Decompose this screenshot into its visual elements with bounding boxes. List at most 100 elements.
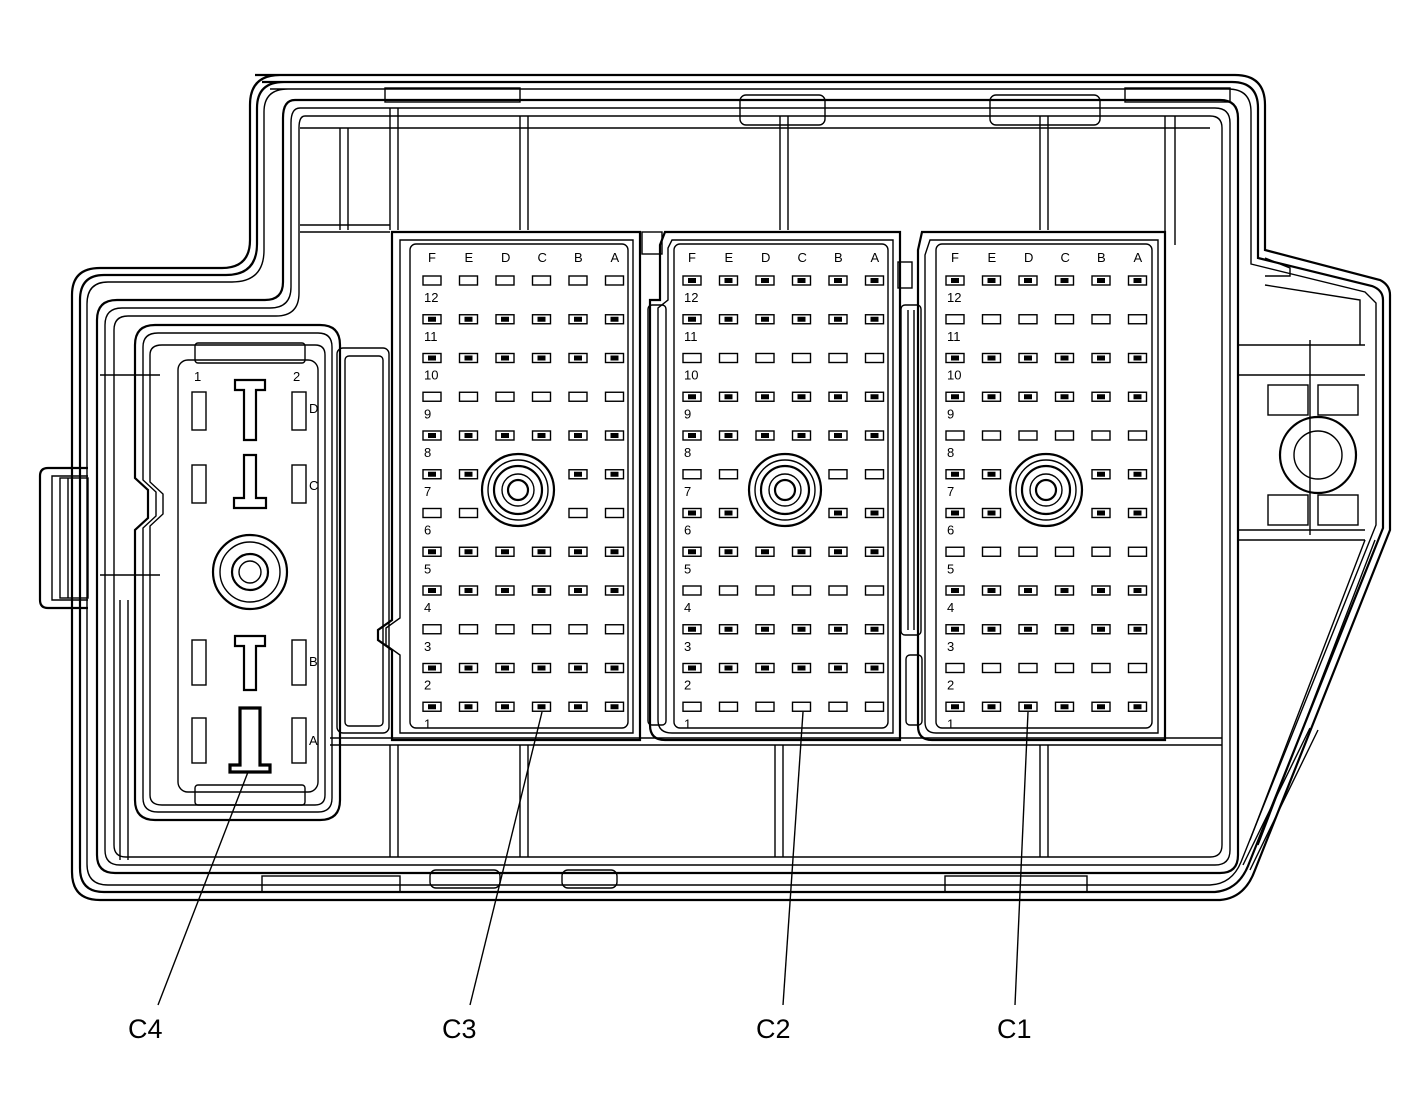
- terminal-cavity: [981, 469, 1002, 480]
- terminal-cavity: [422, 507, 442, 519]
- terminal-cavity: [1054, 585, 1075, 596]
- terminal-cavity: [1018, 391, 1038, 402]
- terminal-cavity: [495, 275, 515, 286]
- row-label: 6: [684, 523, 691, 538]
- row-label: 7: [684, 484, 691, 499]
- terminal-cavity: [1018, 546, 1038, 557]
- terminal-cavity: [568, 275, 588, 286]
- terminal-cavity: [718, 469, 739, 480]
- terminal-cavity: [531, 275, 552, 286]
- column-label: A: [871, 250, 880, 265]
- terminal-cavity: [495, 391, 515, 402]
- c4-connector: 1 2 D C B A: [133, 323, 342, 822]
- column-label: D: [1024, 250, 1033, 265]
- terminal-cavity: [422, 275, 442, 286]
- terminal-cavity: [791, 314, 812, 325]
- row-label: 11: [424, 329, 438, 344]
- row-label: 2: [947, 678, 954, 693]
- terminal-cavity: [604, 352, 625, 364]
- terminal-cavity: [531, 391, 552, 402]
- terminal-cavity: [945, 391, 965, 402]
- terminal-cavity: [458, 507, 479, 519]
- terminal-cavity: [568, 507, 588, 519]
- terminal-cavity: [1127, 430, 1148, 441]
- terminal-cavity: [1127, 391, 1148, 402]
- terminal-cavity: [945, 507, 965, 519]
- terminal-cavity: [1091, 275, 1111, 286]
- terminal-cavity: [864, 352, 885, 364]
- column-label: E: [465, 250, 474, 265]
- terminal-cavity: [1054, 314, 1075, 325]
- terminal-cavity: [604, 546, 625, 557]
- terminal-cavity: [791, 430, 812, 441]
- terminal-cavity: [422, 469, 442, 480]
- terminal-cavity: [791, 546, 812, 557]
- terminal-cavity: [718, 624, 739, 635]
- terminal-cavity: [682, 624, 702, 635]
- row-label: 5: [947, 561, 954, 576]
- terminal-cavity: [864, 701, 885, 712]
- terminal-cavity: [755, 352, 775, 364]
- terminal-cavity: [1091, 662, 1111, 674]
- terminal-cavity: [945, 352, 965, 364]
- terminal-cavity: [981, 546, 1002, 557]
- terminal-cavity: [1054, 701, 1075, 712]
- row-label: 2: [684, 678, 691, 693]
- terminal-cavity: [1054, 275, 1075, 286]
- column-label: C: [798, 250, 807, 265]
- terminal-cavity: [1091, 624, 1111, 635]
- terminal-cavity: [828, 507, 848, 519]
- terminal-cavity: [755, 624, 775, 635]
- row-label: 6: [424, 523, 431, 538]
- terminal-cavity: [604, 662, 625, 674]
- terminal-cavity: [791, 701, 812, 712]
- terminal-cavity: [604, 430, 625, 441]
- callout-label-c1: C1: [997, 1014, 1032, 1044]
- terminal-cavity: [1127, 507, 1148, 519]
- terminal-cavity: [828, 314, 848, 325]
- terminal-cavity: [945, 275, 965, 286]
- terminal-cavity: [1054, 352, 1075, 364]
- row-label: 5: [684, 561, 691, 576]
- terminal-cavity: [682, 469, 702, 480]
- terminal-cavity: [568, 624, 588, 635]
- column-label: B: [1097, 250, 1106, 265]
- terminal-cavity: [945, 430, 965, 441]
- terminal-cavity: [1091, 391, 1111, 402]
- terminal-cavity: [791, 662, 812, 674]
- column-label: B: [574, 250, 583, 265]
- terminal-cavity: [1127, 624, 1148, 635]
- terminal-cavity: [828, 546, 848, 557]
- column-label: D: [761, 250, 770, 265]
- terminal-cavity: [682, 430, 702, 441]
- terminal-cavity: [682, 662, 702, 674]
- terminal-cavity: [682, 314, 702, 325]
- terminal-cavity: [568, 662, 588, 674]
- terminal-cavity: [945, 701, 965, 712]
- terminal-cavity: [1127, 352, 1148, 364]
- row-label: 12: [947, 290, 961, 305]
- terminal-cavity: [828, 352, 848, 364]
- terminal-cavity: [682, 352, 702, 364]
- terminal-cavity: [1091, 546, 1111, 557]
- terminal-cavity: [755, 585, 775, 596]
- terminal-cavity: [981, 624, 1002, 635]
- row-label: 7: [424, 484, 431, 499]
- terminal-cavity: [828, 701, 848, 712]
- terminal-cavity: [422, 352, 442, 364]
- callouts: C4 C3 C2 C1: [128, 711, 1032, 1044]
- terminal-cavity: [568, 352, 588, 364]
- terminal-cavity: [458, 469, 479, 480]
- column-label: A: [1134, 250, 1143, 265]
- terminal-cavity: [1127, 546, 1148, 557]
- row-label: 12: [424, 290, 438, 305]
- center-post: [747, 452, 823, 528]
- center-post: [480, 452, 556, 528]
- terminal-cavity: [495, 430, 515, 441]
- column-label: E: [725, 250, 734, 265]
- c4-row-label: C: [309, 478, 318, 493]
- terminal-cavity: [422, 585, 442, 596]
- terminal-cavity: [1018, 430, 1038, 441]
- terminal-cavity: [718, 275, 739, 286]
